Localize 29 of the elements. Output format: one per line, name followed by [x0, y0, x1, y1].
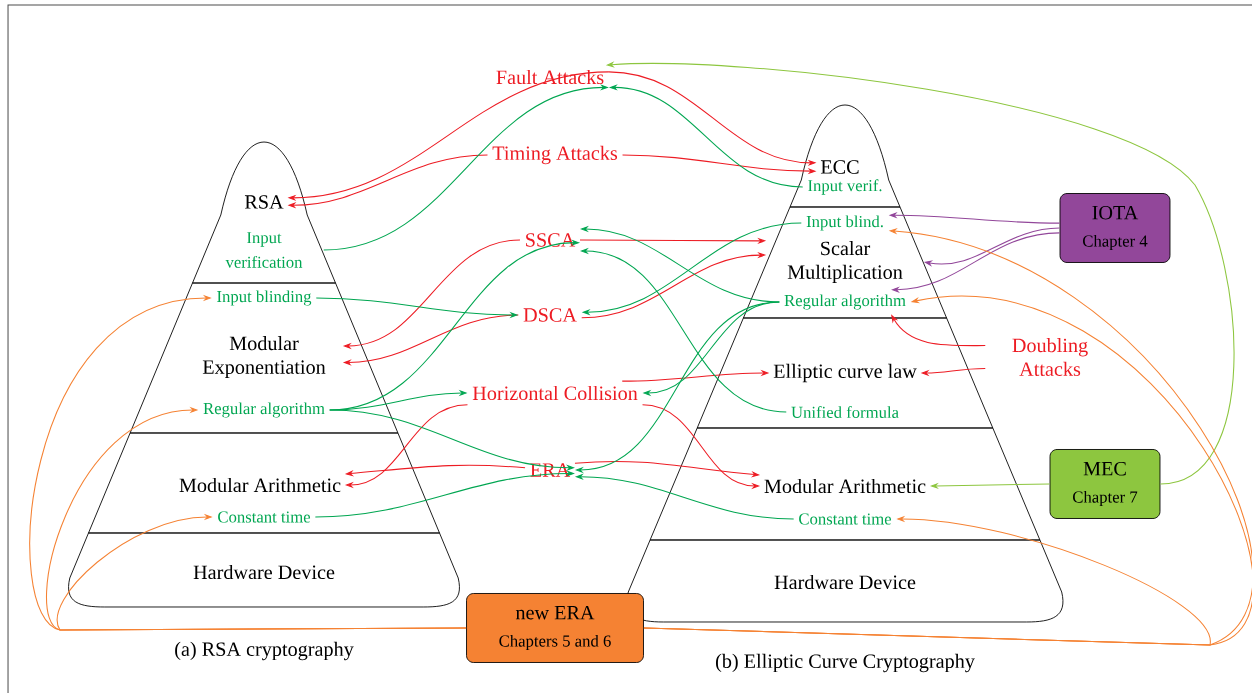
- layer-label: ECC: [820, 160, 859, 174]
- countermeasure-label: Input blind.: [806, 215, 883, 231]
- layer-label: Modular Arithmetic: [764, 478, 926, 494]
- countermeasure-label: Regular algorithm: [203, 402, 325, 418]
- layer-label: RSA: [244, 195, 284, 209]
- layer-label: Hardware Device: [193, 564, 335, 580]
- attack-label: Timing Attacks: [492, 145, 618, 165]
- countermeasure-label: Input verification: [225, 232, 303, 268]
- attack-label: SSCA: [526, 233, 576, 247]
- chapter-box: MEC Chapter 7: [1049, 449, 1161, 519]
- countermeasure-label: Input verif.: [808, 179, 882, 195]
- countermeasure-label: Input blinding: [217, 290, 312, 306]
- attack-label: Horizontal Collision: [472, 385, 638, 401]
- attack-label: Doubling Attacks: [1012, 338, 1088, 376]
- layer-label: Scalar Multiplication: [787, 240, 903, 283]
- chapter-box: IOTA Chapter 4: [1059, 193, 1171, 263]
- countermeasure-label: Constant time: [799, 513, 892, 525]
- countermeasure-label: Regular algorithm: [784, 294, 906, 310]
- arrow: [56, 513, 467, 631]
- layer-label: Modular Exponentiation: [202, 335, 326, 378]
- attack-label: DSCA: [523, 308, 577, 322]
- layer-label: Modular Arithmetic: [179, 477, 341, 493]
- chapter-box: new ERA Chapters 5 and 6: [466, 593, 644, 663]
- caption: (b) Elliptic Curve Cryptography: [716, 653, 975, 673]
- layer-label: Elliptic curve law: [773, 363, 917, 383]
- countermeasure-label: Constant time: [218, 511, 311, 523]
- countermeasure-label: Unified formula: [791, 406, 899, 418]
- layer-label: Hardware Device: [774, 574, 916, 590]
- caption: (a) RSA cryptography: [175, 641, 354, 661]
